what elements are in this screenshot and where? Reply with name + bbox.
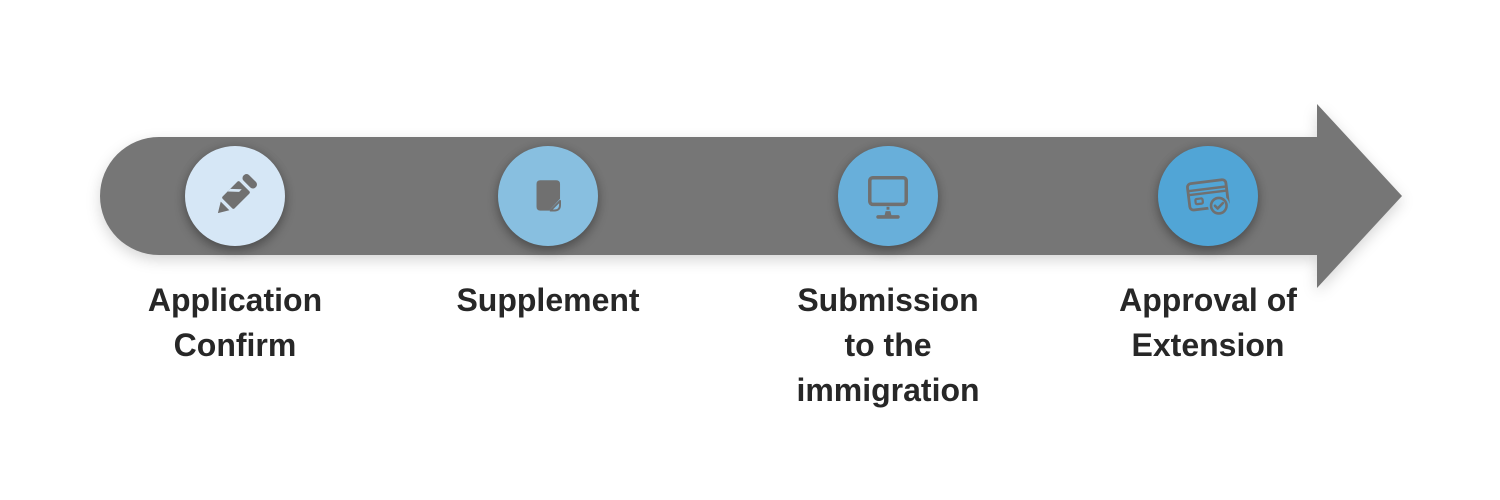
step-label-approval: Approval of Extension bbox=[1119, 278, 1297, 368]
label-line: Supplement bbox=[456, 282, 640, 318]
label-line: Application bbox=[147, 282, 323, 318]
credit-card-check-icon bbox=[1186, 178, 1230, 217]
document-icon bbox=[536, 180, 561, 212]
step-circle-supplement bbox=[498, 146, 598, 246]
label-line: immigration bbox=[796, 372, 980, 408]
step-label-application-confirm: Application Confirm bbox=[148, 278, 322, 368]
label-line: to the bbox=[844, 327, 932, 363]
step-circle-application-confirm bbox=[185, 146, 285, 246]
label-line: Extension bbox=[1131, 327, 1285, 363]
step-label-submission: Submission to the immigration bbox=[796, 278, 979, 413]
label-line: Confirm bbox=[173, 327, 297, 363]
label-line: Submission bbox=[797, 282, 979, 318]
step-circle-submission bbox=[838, 146, 938, 246]
label-line: Approval of bbox=[1119, 282, 1297, 318]
monitor-icon bbox=[868, 176, 908, 219]
pencil-icon bbox=[217, 174, 257, 214]
step-circle-approval bbox=[1158, 146, 1258, 246]
step-label-supplement: Supplement bbox=[456, 278, 639, 323]
